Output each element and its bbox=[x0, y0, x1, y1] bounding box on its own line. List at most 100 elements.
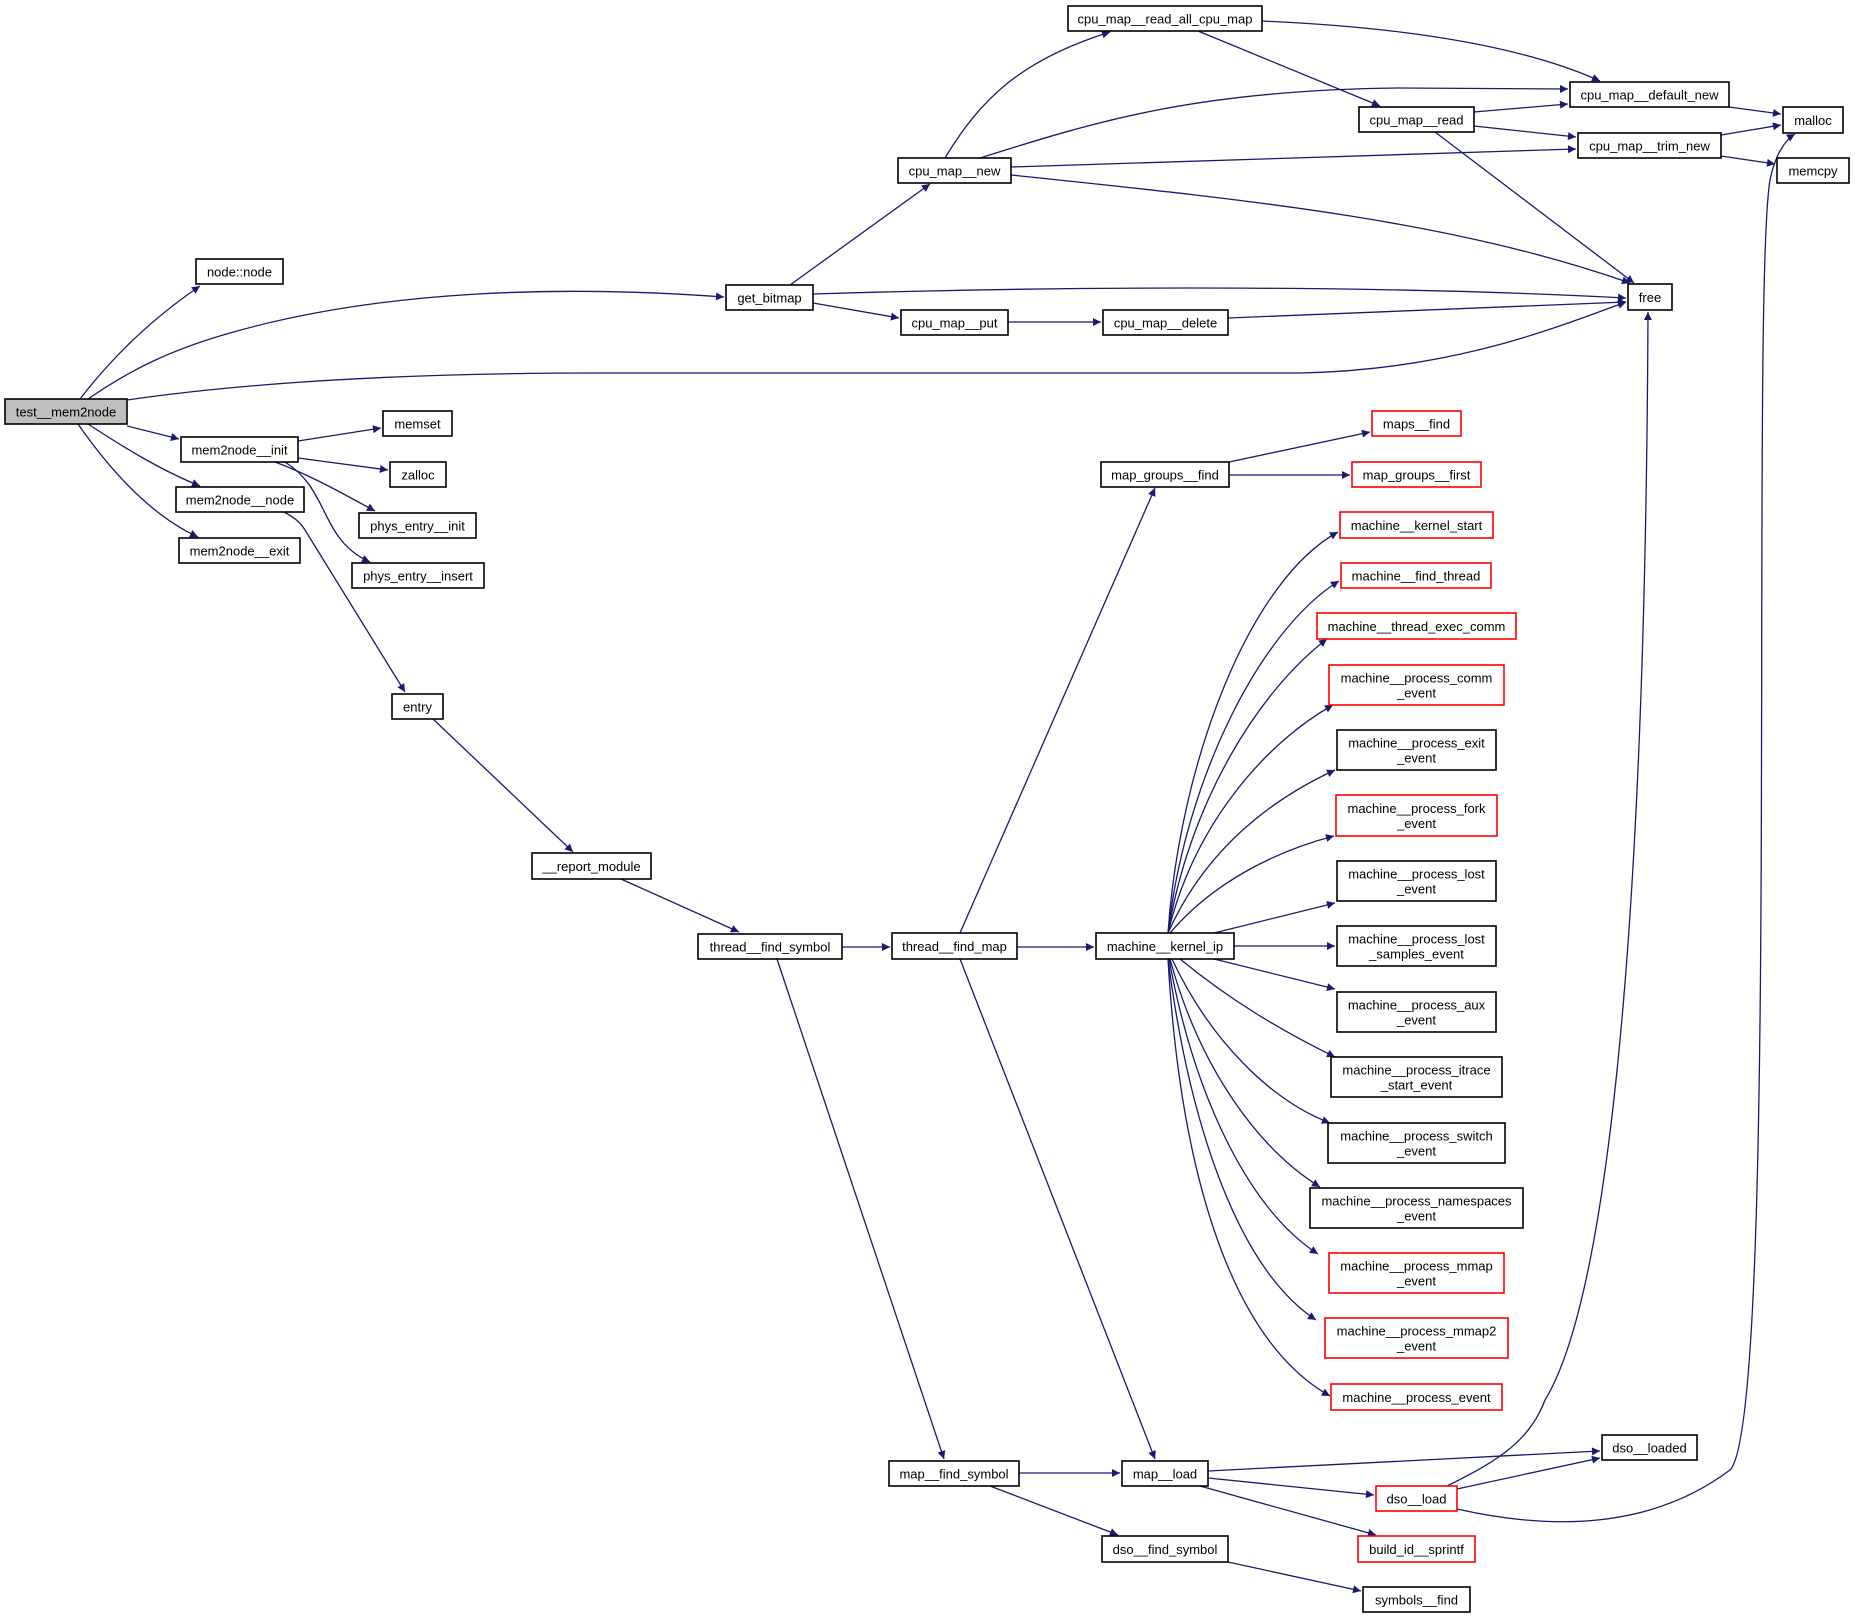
node-box[interactable] bbox=[178, 537, 301, 564]
node-machine__process_aux_event[interactable]: machine__process_aux_event bbox=[1336, 991, 1497, 1033]
node-symbols__find[interactable]: symbols__find bbox=[1362, 1586, 1471, 1613]
node-memset[interactable]: memset bbox=[382, 410, 453, 437]
node-box[interactable] bbox=[1627, 283, 1673, 311]
node-machine__kernel_ip[interactable]: machine__kernel_ip bbox=[1095, 932, 1235, 960]
node-box[interactable] bbox=[1335, 794, 1498, 837]
node-machine__process_exit_event[interactable]: machine__process_exit_event bbox=[1336, 729, 1497, 771]
node-box[interactable] bbox=[1336, 925, 1497, 967]
node-machine__thread_exec_comm[interactable]: machine__thread_exec_comm bbox=[1316, 612, 1517, 640]
node-__report_module[interactable]: __report_module bbox=[531, 852, 652, 880]
node-machine__find_thread[interactable]: machine__find_thread bbox=[1340, 562, 1492, 589]
node-cpu_map__new[interactable]: cpu_map__new bbox=[897, 157, 1012, 184]
node-machine__process_switch_event[interactable]: machine__process_switch_event bbox=[1327, 1122, 1506, 1164]
node-mem2node__exit[interactable]: mem2node__exit bbox=[178, 537, 301, 564]
node-maps__find[interactable]: maps__find bbox=[1371, 410, 1462, 437]
node-box[interactable] bbox=[180, 436, 299, 463]
node-thread__find_map[interactable]: thread__find_map bbox=[891, 932, 1018, 960]
node-box[interactable] bbox=[1328, 1252, 1505, 1294]
node-box[interactable] bbox=[1121, 1460, 1209, 1487]
node-map__load[interactable]: map__load bbox=[1121, 1460, 1209, 1487]
node-box[interactable] bbox=[1375, 1485, 1458, 1512]
node-entry[interactable]: entry bbox=[391, 693, 444, 720]
node-phys_entry__init[interactable]: phys_entry__init bbox=[358, 512, 477, 539]
node-box[interactable] bbox=[351, 562, 485, 589]
node-box[interactable] bbox=[1569, 81, 1730, 108]
node-box[interactable] bbox=[1309, 1187, 1524, 1229]
node-thread__find_symbol[interactable]: thread__find_symbol bbox=[697, 933, 843, 960]
node-box[interactable] bbox=[697, 933, 843, 960]
node-box[interactable] bbox=[1601, 1434, 1698, 1461]
node-box[interactable] bbox=[1371, 410, 1462, 437]
node-machine__process_comm_event[interactable]: machine__process_comm_event bbox=[1328, 664, 1505, 706]
node-box[interactable] bbox=[1782, 106, 1844, 134]
node-box[interactable] bbox=[358, 512, 477, 539]
node-test__mem2node[interactable]: test__mem2node bbox=[4, 398, 128, 425]
node-free[interactable]: free bbox=[1627, 283, 1673, 311]
node-dso__find_symbol[interactable]: dso__find_symbol bbox=[1101, 1535, 1229, 1563]
node-machine__process_lost_samples_event[interactable]: machine__process_lost_samples_event bbox=[1336, 925, 1497, 967]
node-cpu_map__put[interactable]: cpu_map__put bbox=[900, 309, 1009, 336]
node-cpu_map__trim_new[interactable]: cpu_map__trim_new bbox=[1577, 132, 1722, 159]
node-box[interactable] bbox=[1330, 1056, 1503, 1098]
node-box[interactable] bbox=[1362, 1586, 1471, 1613]
node-cpu_map__read_all_cpu_map[interactable]: cpu_map__read_all_cpu_map bbox=[1067, 5, 1263, 32]
node-box[interactable] bbox=[175, 486, 305, 513]
node-dso__load[interactable]: dso__load bbox=[1375, 1485, 1458, 1512]
node-machine__process_fork_event[interactable]: machine__process_fork_event bbox=[1335, 794, 1498, 837]
node-box[interactable] bbox=[1328, 664, 1505, 706]
node-box[interactable] bbox=[1102, 309, 1229, 336]
node-cpu_map__delete[interactable]: cpu_map__delete bbox=[1102, 309, 1229, 336]
node-box[interactable] bbox=[725, 284, 814, 311]
node-box[interactable] bbox=[1340, 562, 1492, 589]
node-box[interactable] bbox=[1577, 132, 1722, 159]
node-machine__process_event[interactable]: machine__process_event bbox=[1330, 1383, 1503, 1411]
node-mem2node__node[interactable]: mem2node__node bbox=[175, 486, 305, 513]
node-box[interactable] bbox=[531, 852, 652, 880]
node-box[interactable] bbox=[1330, 1383, 1503, 1411]
node-box[interactable] bbox=[900, 309, 1009, 336]
node-machine__process_itrace_start_event[interactable]: machine__process_itrace_start_event bbox=[1330, 1056, 1503, 1098]
node-node_node[interactable]: node::node bbox=[195, 258, 284, 285]
node-box[interactable] bbox=[391, 693, 444, 720]
node-box[interactable] bbox=[1339, 511, 1494, 539]
node-box[interactable] bbox=[1324, 1317, 1509, 1359]
node-box[interactable] bbox=[195, 258, 284, 285]
node-box[interactable] bbox=[1101, 1535, 1229, 1563]
node-dso__loaded[interactable]: dso__loaded bbox=[1601, 1434, 1698, 1461]
node-box[interactable] bbox=[891, 932, 1018, 960]
node-box[interactable] bbox=[1776, 157, 1850, 184]
node-box[interactable] bbox=[1357, 1535, 1476, 1563]
node-box[interactable] bbox=[389, 461, 447, 488]
node-get_bitmap[interactable]: get_bitmap bbox=[725, 284, 814, 311]
node-machine__process_namespaces_event[interactable]: machine__process_namespaces_event bbox=[1309, 1187, 1524, 1229]
node-map_groups__find[interactable]: map_groups__find bbox=[1100, 461, 1230, 488]
node-box[interactable] bbox=[1067, 5, 1263, 32]
node-box[interactable] bbox=[1336, 860, 1497, 902]
node-box[interactable] bbox=[382, 410, 453, 437]
node-box[interactable] bbox=[1327, 1122, 1506, 1164]
node-box[interactable] bbox=[4, 398, 128, 425]
node-box[interactable] bbox=[1316, 612, 1517, 640]
node-box[interactable] bbox=[1100, 461, 1230, 488]
node-cpu_map__read[interactable]: cpu_map__read bbox=[1358, 106, 1475, 133]
node-box[interactable] bbox=[1336, 729, 1497, 771]
node-malloc[interactable]: malloc bbox=[1782, 106, 1844, 134]
node-mem2node__init[interactable]: mem2node__init bbox=[180, 436, 299, 463]
node-map_groups__first[interactable]: map_groups__first bbox=[1351, 461, 1482, 488]
node-box[interactable] bbox=[1336, 991, 1497, 1033]
node-machine__kernel_start[interactable]: machine__kernel_start bbox=[1339, 511, 1494, 539]
node-machine__process_mmap_event[interactable]: machine__process_mmap_event bbox=[1328, 1252, 1505, 1294]
node-box[interactable] bbox=[1351, 461, 1482, 488]
node-machine__process_mmap2_event[interactable]: machine__process_mmap2_event bbox=[1324, 1317, 1509, 1359]
node-machine__process_lost_event[interactable]: machine__process_lost_event bbox=[1336, 860, 1497, 902]
node-zalloc[interactable]: zalloc bbox=[389, 461, 447, 488]
node-cpu_map__default_new[interactable]: cpu_map__default_new bbox=[1569, 81, 1730, 108]
node-box[interactable] bbox=[888, 1460, 1020, 1487]
node-box[interactable] bbox=[1095, 932, 1235, 960]
node-box[interactable] bbox=[897, 157, 1012, 184]
node-map__find_symbol[interactable]: map__find_symbol bbox=[888, 1460, 1020, 1487]
node-memcpy[interactable]: memcpy bbox=[1776, 157, 1850, 184]
node-phys_entry__insert[interactable]: phys_entry__insert bbox=[351, 562, 485, 589]
node-build_id__sprintf[interactable]: build_id__sprintf bbox=[1357, 1535, 1476, 1563]
node-box[interactable] bbox=[1358, 106, 1475, 133]
